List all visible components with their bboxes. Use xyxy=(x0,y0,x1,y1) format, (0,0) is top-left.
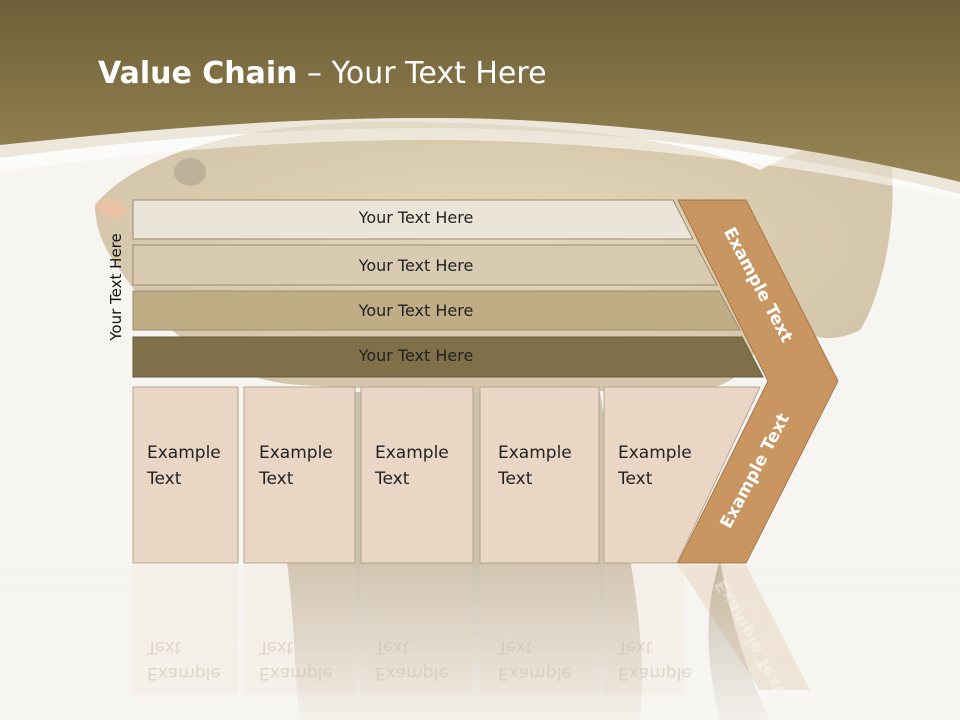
bar-3-shape xyxy=(132,290,741,331)
box-5-line2: Text xyxy=(618,469,653,489)
box-5-line1: Example xyxy=(618,443,692,463)
page-title: Value Chain – Your Text Here xyxy=(98,56,547,91)
chevron-shape xyxy=(677,199,839,564)
bar-1-label: Your Text Here xyxy=(358,208,474,227)
box-1-reflection-line1: Example xyxy=(147,663,221,683)
box-2-line2: Text xyxy=(259,469,294,489)
box-1-reflection-line2: Text xyxy=(147,637,182,657)
box-3-reflection: Example Text xyxy=(375,634,449,686)
header-band xyxy=(0,0,960,182)
box-4-line2: Text xyxy=(498,469,533,489)
box-3-reflection-line2: Text xyxy=(375,637,410,657)
box-3-shape xyxy=(360,386,474,564)
box-4-line1: Example xyxy=(498,443,572,463)
box-1-line2: Text xyxy=(147,469,182,489)
box-5-shape xyxy=(603,386,761,564)
box-2-reflection: Example Text xyxy=(259,634,333,686)
box-4-reflection-line1: Example xyxy=(498,663,572,683)
bar-2-shape xyxy=(132,244,718,286)
box-4-reflection: Example Text xyxy=(498,634,572,686)
box-1-line1: Example xyxy=(147,443,221,463)
box-2-line1: Example xyxy=(259,443,333,463)
bar-2-label: Your Text Here xyxy=(358,256,474,275)
box-2-reflection-line2: Text xyxy=(259,637,294,657)
title-bold: Value Chain xyxy=(98,56,298,91)
bar-3-label: Your Text Here xyxy=(358,301,474,320)
bar-4-label: Your Text Here xyxy=(358,346,474,365)
box-5-reflection: Example Text xyxy=(618,634,692,686)
box-4-shape xyxy=(479,386,600,564)
box-4-reflection-line2: Text xyxy=(498,637,533,657)
bar-4-shape xyxy=(132,336,764,378)
reflection xyxy=(133,565,810,695)
box-5-reflection-line2: Text xyxy=(618,637,653,657)
box-3-reflection-line1: Example xyxy=(375,663,449,683)
box-3-line1: Example xyxy=(375,443,449,463)
title-rest: – Your Text Here xyxy=(297,56,547,91)
box-2-shape xyxy=(243,386,356,564)
box-5-reflection-line1: Example xyxy=(618,663,692,683)
box-1-shape xyxy=(132,386,239,564)
box-2-reflection-line1: Example xyxy=(259,663,333,683)
box-3-line2: Text xyxy=(375,469,410,489)
box-1-reflection: Example Text xyxy=(147,634,221,686)
side-label-text: Your Text Here xyxy=(107,233,125,341)
bar-1-shape xyxy=(132,199,694,240)
